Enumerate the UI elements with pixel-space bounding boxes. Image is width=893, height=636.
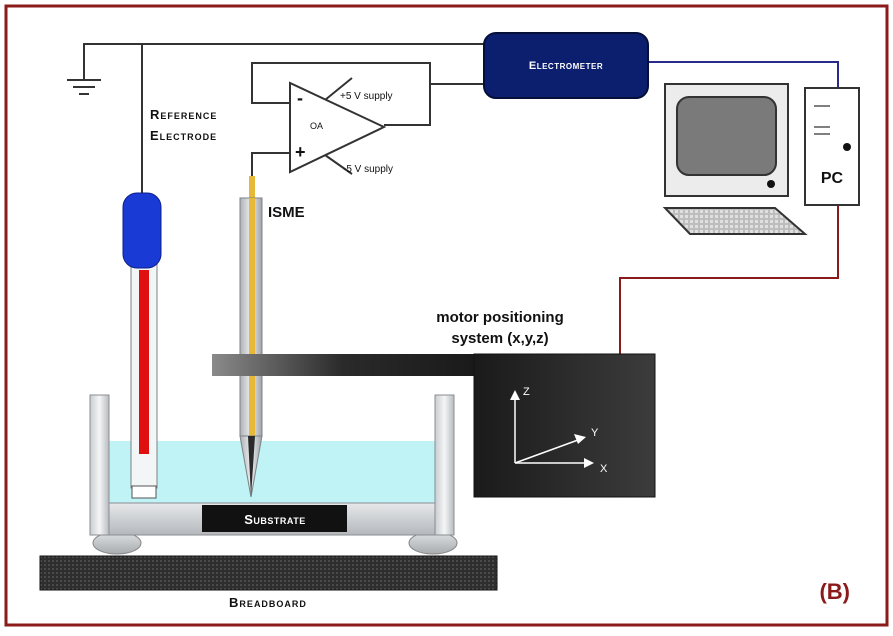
xyz-axes-icon (510, 390, 594, 468)
desktop-computer-icon (662, 83, 860, 235)
cell-post-right (434, 394, 455, 536)
opamp-feedback-wire (251, 62, 484, 104)
substrate-label: Substrate (244, 512, 306, 527)
opamp-output-wire (384, 84, 431, 126)
axis-z-label: Z (523, 386, 530, 398)
keyboard (662, 207, 808, 235)
ground-wire (83, 43, 484, 80)
pc-label: PC (821, 170, 844, 187)
panel-label: (B) (819, 579, 850, 604)
opamp-label: OA (310, 121, 323, 131)
electrometer-box (483, 32, 649, 99)
axis-x-label: X (600, 463, 608, 475)
isme-lead (251, 152, 290, 177)
motor-arm (212, 354, 474, 376)
motor-label-line1: motor positioning (436, 309, 563, 326)
motor-housing (473, 353, 656, 498)
reference-electrode (122, 192, 162, 499)
ground-symbol-icon (67, 79, 101, 95)
electrometer-label: Electrometer (529, 60, 603, 72)
isme-electrode (239, 176, 263, 498)
op-amp-triangle-icon (289, 77, 387, 175)
cell-post-left (89, 394, 110, 536)
electrometer-to-pc-wire (648, 61, 839, 88)
breadboard (39, 555, 498, 591)
substrate (202, 505, 347, 532)
wiring (83, 43, 839, 357)
supply-positive-label: +5 V supply (340, 91, 393, 102)
motor-label-line2: system (x,y,z) (451, 330, 548, 347)
axis-y-label: Y (591, 427, 599, 439)
reference-electrode-label-line1: Reference (150, 107, 217, 122)
supply-negative-label: -5 V supply (343, 164, 393, 175)
opamp-minus-sign: - (297, 88, 303, 108)
isme-label: ISME (268, 204, 305, 221)
breadboard-label: Breadboard (229, 595, 307, 610)
electrolyte-solution (108, 441, 435, 505)
opamp-plus-sign: + (295, 142, 306, 162)
pc-to-motor-wire (619, 205, 839, 357)
reference-electrode-label-line2: Electrode (150, 128, 217, 143)
monitor-screen (676, 96, 777, 176)
